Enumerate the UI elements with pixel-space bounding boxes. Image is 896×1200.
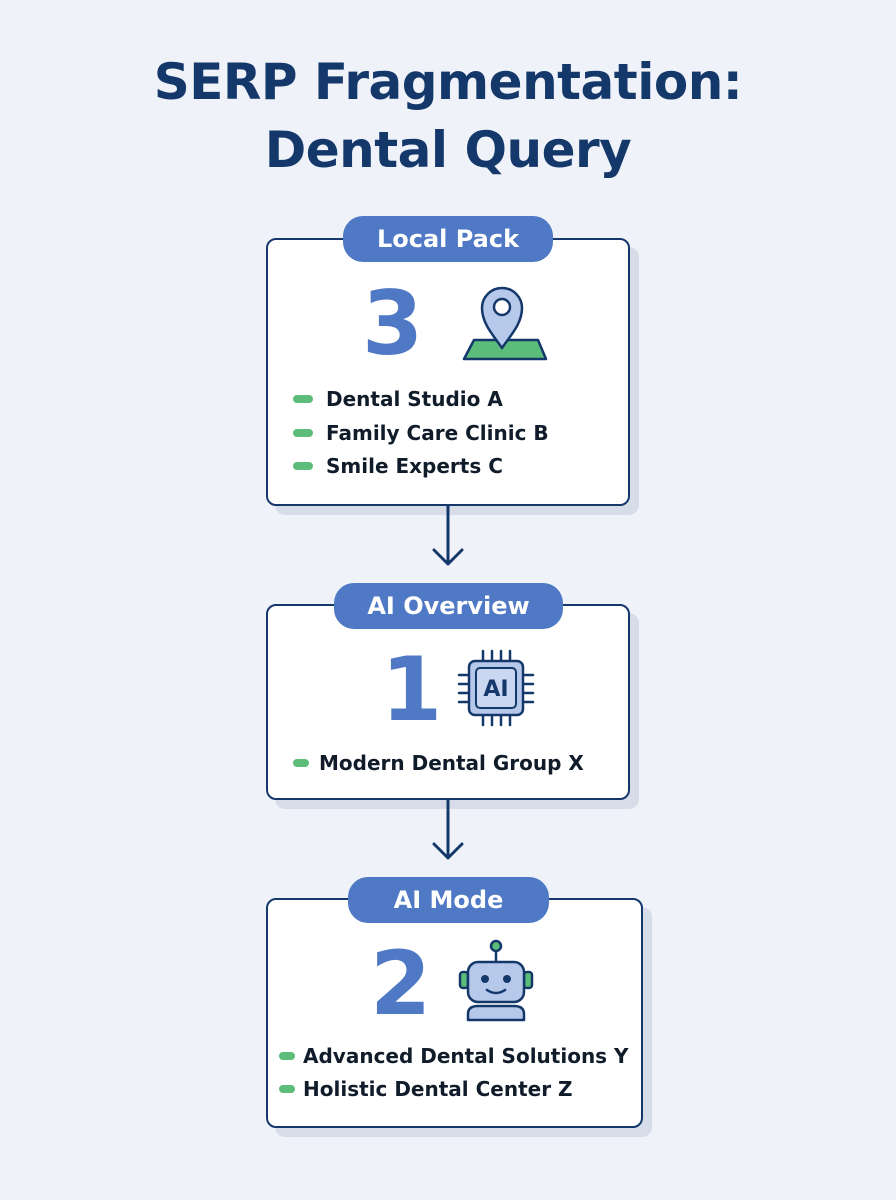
ai-mode-count: 2 xyxy=(370,932,432,1035)
list-item-label: Advanced Dental Solutions Y xyxy=(303,1044,629,1068)
title-line-2: Dental Query xyxy=(264,121,632,179)
list-item-label: Smile Experts C xyxy=(326,454,503,478)
list-item-label: Dental Studio A xyxy=(326,387,503,411)
list-item: Dental Studio A xyxy=(293,384,503,414)
list-item: Smile Experts C xyxy=(293,451,503,481)
diagram-title: SERP Fragmentation: Dental Query xyxy=(0,48,896,184)
robot-icon xyxy=(458,939,534,1022)
local-pack-label: Local Pack xyxy=(343,216,553,262)
ai-mode-card xyxy=(266,898,643,1128)
local-pack-card xyxy=(266,238,630,506)
list-item: Modern Dental Group X xyxy=(293,748,584,778)
local-pack-count: 3 xyxy=(362,272,424,375)
map-pin-icon xyxy=(462,286,548,361)
down-arrow-icon xyxy=(432,800,464,860)
ai-overview-count: 1 xyxy=(381,638,443,741)
list-item: Holistic Dental Center Z xyxy=(279,1074,573,1104)
bullet-marker xyxy=(293,462,313,470)
bullet-marker xyxy=(293,759,309,767)
ai-chip-label: AI xyxy=(483,677,508,702)
list-item: Family Care Clinic B xyxy=(293,418,549,448)
ai-overview-label: AI Overview xyxy=(334,583,563,629)
bullet-marker xyxy=(293,395,313,403)
bullet-marker xyxy=(279,1052,295,1060)
bullet-marker xyxy=(293,429,313,437)
bullet-marker xyxy=(279,1085,295,1093)
down-arrow-icon xyxy=(432,506,464,566)
list-item-label: Family Care Clinic B xyxy=(326,421,549,445)
title-line-1: SERP Fragmentation: xyxy=(153,53,743,111)
ai-chip-icon: AI xyxy=(457,649,535,727)
list-item-label: Holistic Dental Center Z xyxy=(303,1077,573,1101)
ai-mode-label: AI Mode xyxy=(348,877,549,923)
list-item: Advanced Dental Solutions Y xyxy=(279,1041,629,1071)
list-item-label: Modern Dental Group X xyxy=(319,751,584,775)
